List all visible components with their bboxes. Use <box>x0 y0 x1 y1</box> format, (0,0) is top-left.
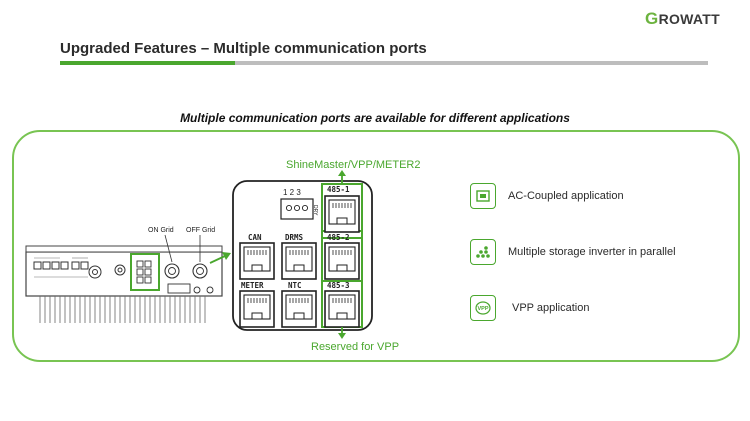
port-label-drms: DRMS <box>285 233 304 242</box>
feature-ac-coupled: AC-Coupled application <box>470 183 624 209</box>
title-underline-accent <box>60 61 235 65</box>
down-arrow-icon <box>338 333 346 339</box>
feature-vpp: VPP VPP application <box>470 295 589 321</box>
logo-rest: ROWATT <box>658 11 720 27</box>
rj45-jack-drms <box>281 242 317 280</box>
up-arrow-icon <box>338 170 346 176</box>
zoom-arrow <box>209 255 226 264</box>
svg-text:DRY: DRY <box>312 205 318 216</box>
port-label-meter: METER <box>241 281 264 290</box>
on-grid-label: ON Grid <box>148 227 174 234</box>
rj45-jack-meter <box>239 290 275 328</box>
feature-label: VPP application <box>512 302 590 314</box>
svg-text:VPP: VPP <box>477 306 488 312</box>
ac-coupled-icon <box>470 183 496 209</box>
title-underline <box>60 61 708 65</box>
port-label-485-2: 485-2 <box>327 233 350 242</box>
feature-parallel-storage: Multiple storage inverter in parallel <box>470 239 676 265</box>
rj45-jack-485-1 <box>324 195 360 233</box>
port-label-can: CAN <box>248 233 262 242</box>
pin-numbers: 1 2 3 <box>283 188 301 197</box>
page-title: Upgraded Features – Multiple communicati… <box>60 40 427 57</box>
parallel-dots-icon <box>470 239 496 265</box>
rj45-jack-can <box>239 242 275 280</box>
logo-g: G <box>645 9 659 28</box>
port-label-485-3: 485-3 <box>327 281 350 290</box>
port-label-485-1: 485-1 <box>327 185 350 194</box>
subtitle: Multiple communication ports are availab… <box>180 111 570 125</box>
rj45-jack-485-2 <box>324 242 360 280</box>
feature-label: Multiple storage inverter in parallel <box>508 246 676 258</box>
bottom-callout: Reserved for VPP <box>311 341 399 353</box>
off-grid-label: OFF Grid <box>186 227 215 234</box>
top-callout: ShineMaster/VPP/METER2 <box>286 159 421 171</box>
vpp-icon: VPP <box>470 295 496 321</box>
inverter-bottom-view <box>25 245 223 323</box>
feature-label: AC-Coupled application <box>508 190 624 202</box>
content-frame <box>12 130 740 362</box>
growatt-logo: GROWATT <box>645 9 720 29</box>
port-label-ntc: NTC <box>288 281 302 290</box>
rj45-jack-485-3 <box>324 290 360 328</box>
rj45-jack-ntc <box>281 290 317 328</box>
